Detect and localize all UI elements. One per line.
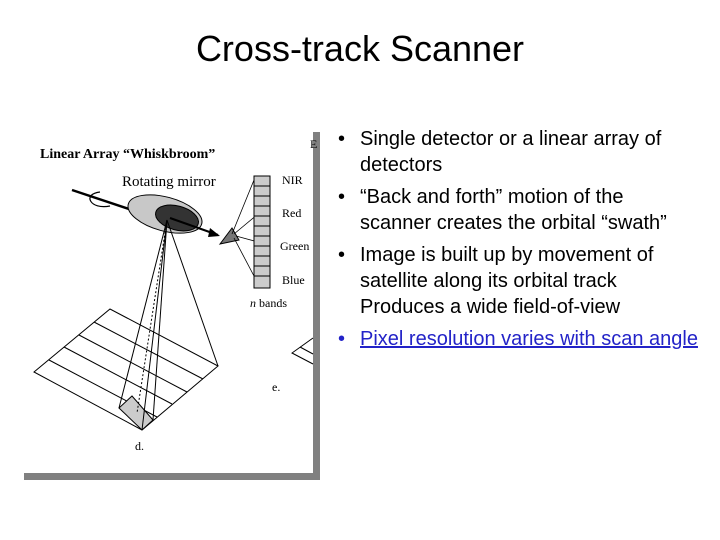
ground-swath-grid	[33, 219, 219, 431]
cut-letter: E	[310, 137, 317, 151]
panel-d-label: d.	[135, 439, 144, 453]
whiskbroom-diagram: Linear Array “Whiskbroom” E Rotating mir…	[22, 128, 320, 480]
bullet-text: Single detector or a linear array of det…	[360, 128, 662, 176]
band-green: Green	[280, 239, 309, 253]
rotation-arrow-icon	[89, 191, 111, 208]
mirror-label: Rotating mirror	[122, 174, 216, 190]
bullet-list: •Single detector or a linear array of de…	[338, 126, 698, 358]
figure-shadow-right	[313, 132, 320, 480]
figure-shadow-bottom	[24, 473, 320, 480]
bullet-item: •Image is built up by movement of satell…	[338, 244, 654, 318]
band-nir: NIR	[282, 173, 303, 187]
bullet-item: •“Back and forth” motion of the scanner …	[338, 186, 667, 234]
figure-heading: Linear Array “Whiskbroom”	[40, 147, 215, 162]
band-blue: Blue	[282, 273, 305, 287]
bullet-item-link[interactable]: •Pixel resolution varies with scan angle	[338, 328, 698, 350]
detector-array	[253, 175, 271, 289]
whiskbroom-figure: Linear Array “Whiskbroom” E Rotating mir…	[22, 128, 320, 480]
band-red: Red	[282, 206, 301, 220]
slide-title: Cross-track Scanner	[195, 28, 525, 69]
bands-caption: n bands	[250, 296, 287, 310]
pixel-resolution-link[interactable]: Pixel resolution varies with scan angle	[360, 328, 698, 350]
bullet-text: “Back and forth” motion of the scanner c…	[360, 186, 667, 234]
panel-e-label: e.	[272, 380, 280, 394]
bullet-item: •Single detector or a linear array of de…	[338, 128, 662, 176]
bullet-text: Image is built up by movement of satelli…	[360, 244, 654, 318]
